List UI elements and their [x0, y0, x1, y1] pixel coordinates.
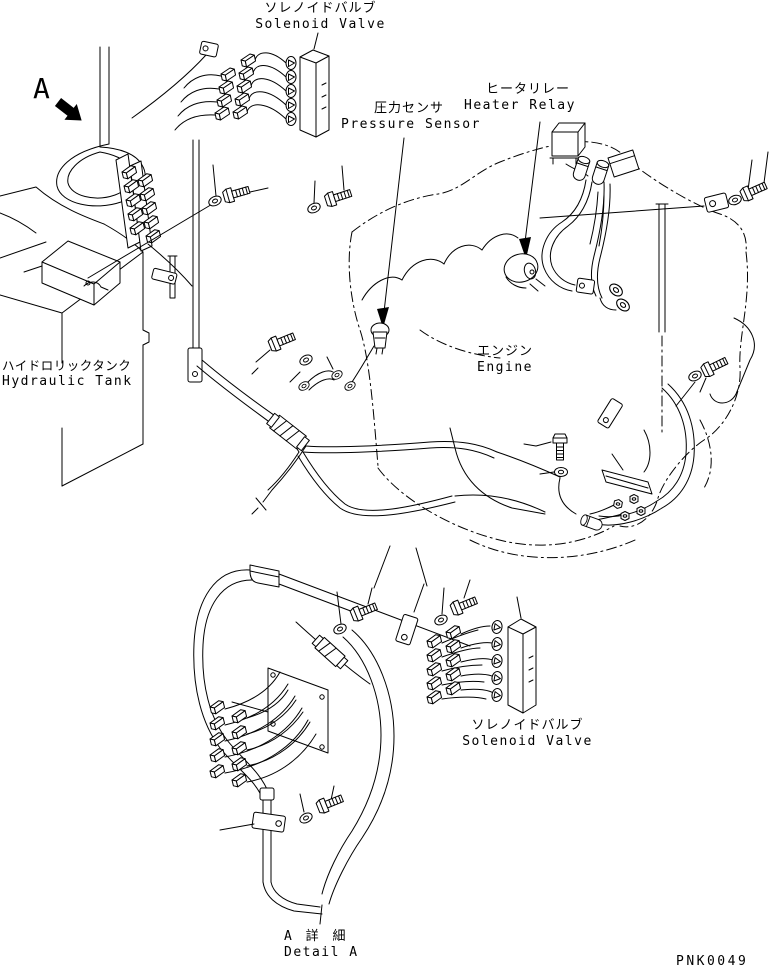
left-connector-bank: [115, 153, 163, 252]
label-detail-a-jp: A 詳 細: [284, 929, 349, 944]
label-heater-relay: ヒータリレー Heater Relay: [464, 82, 576, 115]
label-solenoid-valve-bottom-jp: ソレノイドバルブ: [471, 718, 584, 733]
label-solenoid-valve-bottom-en: Solenoid Valve: [462, 734, 593, 750]
label-detail-a-en: Detail A: [284, 945, 359, 961]
label-engine-jp: エンジン: [476, 344, 533, 359]
label-pressure-sensor-en: Pressure Sensor: [341, 117, 481, 133]
detail-a-assembly: [193, 545, 537, 925]
sensor-hose: [296, 345, 375, 393]
label-engine: エンジン Engine: [455, 344, 555, 377]
label-solenoid-valve-top-jp: ソレノイドバルブ: [264, 1, 377, 16]
label-hydraulic-tank-en: Hydraulic Tank: [2, 373, 133, 389]
engine-bottom-parts: [523, 433, 653, 532]
harness-left-vertical: [147, 139, 203, 383]
drawing-number: PNK0049: [676, 954, 749, 969]
label-pressure-sensor-jp: 圧力センサ: [374, 101, 445, 116]
label-heater-relay-jp: ヒータリレー: [486, 82, 571, 97]
heater-relay: [503, 121, 546, 292]
fasteners-upper: [87, 164, 354, 383]
top-right-fasteners: [539, 151, 770, 219]
label-solenoid-valve-top-en: Solenoid Valve: [255, 17, 386, 33]
label-hydraulic-tank: ハイドロリックタンク Hydraulic Tank: [2, 358, 133, 390]
view-a-marker: A: [33, 72, 50, 105]
label-solenoid-valve-bottom: ソレノイドバルブ Solenoid Valve: [450, 718, 605, 751]
main-harness-run: [196, 359, 561, 517]
label-hydraulic-tank-jp: ハイドロリックタンク: [2, 358, 132, 373]
label-pressure-sensor: 圧力センサ Pressure Sensor: [341, 101, 481, 134]
label-detail-a: A 詳 細 Detail A: [284, 929, 359, 962]
top-solenoid-valve-assembly: [174, 32, 330, 138]
relay-harness-assembly: [541, 122, 640, 314]
hydraulic-tank: [0, 186, 150, 487]
pressure-sensor: [370, 137, 405, 355]
right-fasteners: [675, 353, 730, 407]
view-a-arrow: [54, 98, 82, 121]
label-heater-relay-en: Heater Relay: [464, 98, 576, 114]
label-engine-en: Engine: [477, 360, 533, 376]
label-solenoid-valve-top: ソレノイドバルブ Solenoid Valve: [243, 1, 398, 34]
